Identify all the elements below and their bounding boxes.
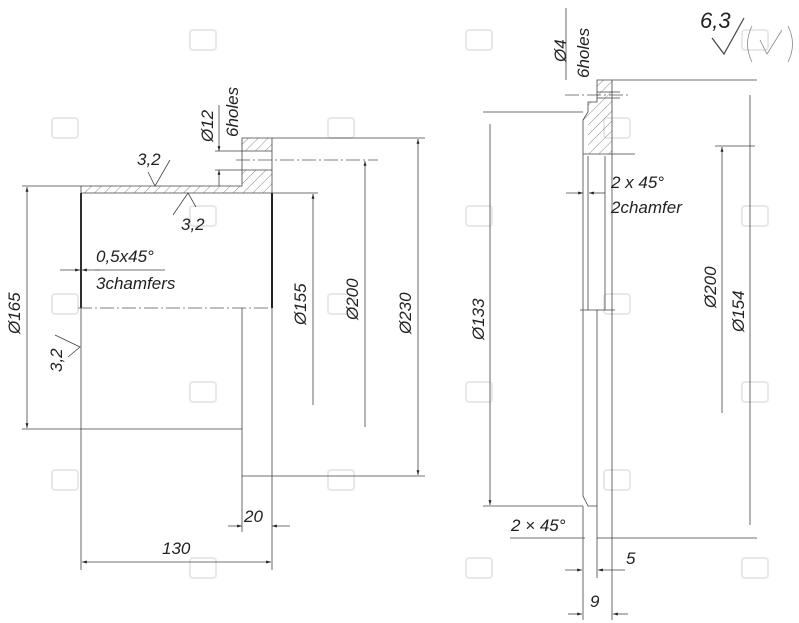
plate-section bbox=[583, 80, 612, 154]
roughness-label: 3,2 bbox=[47, 348, 66, 372]
watermark-camera-icon bbox=[603, 469, 631, 491]
chamfer-count: 3chamfers bbox=[96, 274, 176, 293]
dim-d165: Ø165 bbox=[5, 292, 24, 335]
chamfer-size: 0,5x45° bbox=[96, 247, 154, 266]
dim-20: 20 bbox=[243, 507, 263, 526]
roughness-symbol-icon bbox=[172, 192, 197, 216]
hole-diameter: Ø4 bbox=[551, 39, 570, 63]
watermark-camera-icon bbox=[465, 381, 493, 403]
watermark-camera-icon bbox=[51, 117, 79, 139]
watermark-camera-icon bbox=[51, 293, 79, 315]
hole-count: 6holes bbox=[574, 27, 593, 78]
right-view: Ø4 6holes 2 x 45° 2chamfer 2 × 45° Ø133 … bbox=[469, 8, 757, 620]
watermark-camera-icon bbox=[465, 557, 493, 579]
watermark-camera-icon bbox=[51, 469, 79, 491]
left-view: 3,2 3,2 3,2 0,5x45° 3chamfers Ø165 Ø155 … bbox=[5, 86, 425, 570]
watermark-camera-icon bbox=[465, 29, 493, 51]
extension-lines bbox=[483, 8, 757, 620]
watermark-camera-icon bbox=[327, 293, 355, 315]
chamfer-size: 2 x 45° bbox=[610, 173, 664, 192]
watermark-layer bbox=[51, 29, 769, 579]
roughness-symbol-icon bbox=[147, 159, 171, 187]
watermark-camera-icon bbox=[603, 293, 631, 315]
dim-9: 9 bbox=[590, 592, 600, 611]
roughness-label: 3,2 bbox=[181, 215, 205, 234]
watermark-camera-icon bbox=[741, 557, 769, 579]
dim-d200: Ø200 bbox=[701, 266, 720, 309]
hole-diameter: Ø12 bbox=[198, 109, 217, 143]
watermark-camera-icon bbox=[189, 381, 217, 403]
chamfer-size-bottom: 2 × 45° bbox=[510, 516, 566, 535]
plate-outline bbox=[582, 79, 613, 539]
watermark-camera-icon bbox=[327, 469, 355, 491]
dim-5: 5 bbox=[626, 549, 636, 568]
dim-130: 130 bbox=[162, 539, 191, 558]
watermark-camera-icon bbox=[741, 381, 769, 403]
chamfer-count: 2chamfer bbox=[610, 198, 683, 217]
dim-d155: Ø155 bbox=[291, 283, 310, 326]
general-roughness: 6,3 bbox=[700, 8, 793, 63]
roughness-bracket-icon bbox=[747, 25, 793, 63]
watermark-camera-icon bbox=[741, 29, 769, 51]
watermark-camera-icon bbox=[189, 29, 217, 51]
flange-section-bottom bbox=[242, 170, 272, 193]
watermark-camera-icon bbox=[465, 205, 493, 227]
dim-d154: Ø154 bbox=[729, 290, 748, 333]
dim-d200: Ø200 bbox=[343, 278, 362, 321]
roughness-label: 3,2 bbox=[137, 150, 161, 169]
watermark-camera-icon bbox=[327, 117, 355, 139]
watermark-camera-icon bbox=[189, 205, 217, 227]
tube-wall-section bbox=[81, 186, 242, 193]
roughness-check-icon bbox=[711, 17, 745, 56]
roughness-symbol-icon bbox=[54, 334, 81, 358]
dim-d133: Ø133 bbox=[469, 298, 488, 341]
hole-count: 6holes bbox=[223, 86, 242, 137]
roughness-general-value: 6,3 bbox=[700, 8, 731, 33]
watermark-camera-icon bbox=[741, 205, 769, 227]
body-outline bbox=[80, 186, 273, 477]
dim-d230: Ø230 bbox=[396, 292, 415, 335]
flange-section-top bbox=[242, 138, 272, 151]
plate-inner-lines bbox=[580, 91, 620, 506]
flange-outline bbox=[81, 137, 273, 194]
extension-lines bbox=[22, 137, 425, 570]
watermark-camera-icon bbox=[189, 557, 217, 579]
